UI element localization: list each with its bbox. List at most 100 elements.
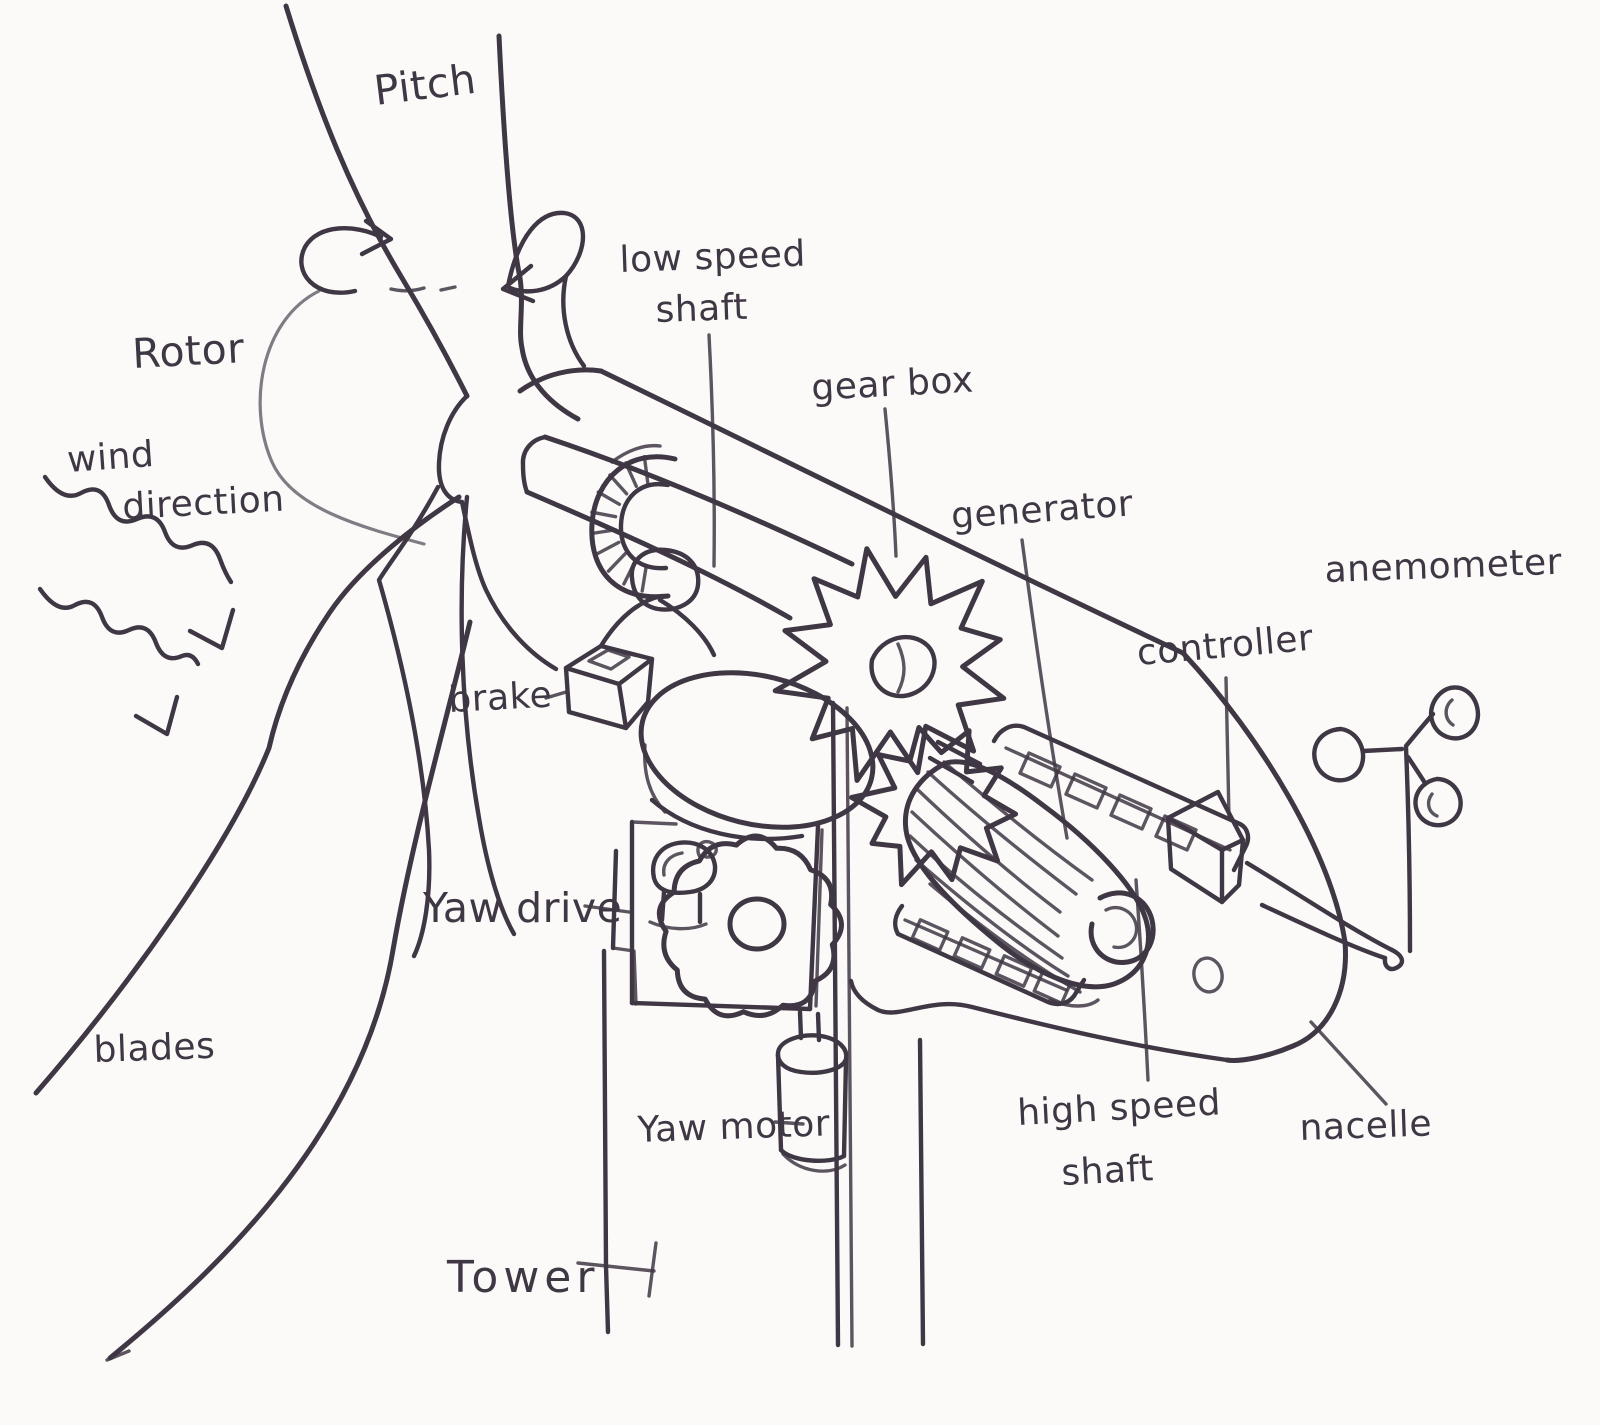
high-speed-shaft-cap bbox=[1088, 890, 1156, 965]
bottom-rail-window-3 bbox=[994, 954, 1034, 988]
high-speed-shaft-cap-inner bbox=[1104, 905, 1139, 950]
frame-disc-double-stroke bbox=[649, 797, 805, 842]
hub-top-edge bbox=[517, 367, 604, 394]
pitch-arrow-dash1 bbox=[389, 286, 426, 293]
label-tower: Tower bbox=[446, 1252, 599, 1303]
generator-leader bbox=[1020, 538, 1069, 840]
controller-group bbox=[1165, 789, 1246, 905]
controller-box-front bbox=[1165, 815, 1225, 905]
label-brake: brake bbox=[447, 675, 553, 721]
bearing-upper-curl bbox=[610, 443, 662, 464]
label-low-speed-shaft: shaft bbox=[655, 287, 749, 331]
bearing-hatch-tick bbox=[642, 455, 650, 485]
pitch-arrow-dash2 bbox=[439, 285, 457, 292]
tower-leader bbox=[576, 1261, 656, 1273]
yaw-plate-right-edge-2 bbox=[814, 828, 824, 1008]
generator-stripe-1 bbox=[942, 760, 1094, 882]
bearing-hatch-tick bbox=[589, 528, 618, 536]
anemometer-mast bbox=[1403, 744, 1413, 954]
bottom-blade-tip-tick bbox=[105, 1349, 131, 1362]
hub-left-edge bbox=[436, 393, 470, 505]
gear-box-leader bbox=[883, 407, 898, 558]
generator-stripe-4 bbox=[910, 810, 1060, 938]
brake-strap bbox=[598, 593, 665, 649]
wind-arrows bbox=[37, 474, 236, 737]
nacelle-right-outline bbox=[1180, 650, 1348, 1063]
bottom-rail-tail bbox=[1048, 998, 1100, 1008]
gearbox-hub-hole bbox=[869, 634, 937, 699]
yaw-pinion-base bbox=[648, 920, 708, 931]
bearing-outer-arc bbox=[589, 454, 678, 600]
anemometer-arm-upper-right bbox=[1403, 711, 1436, 749]
brake-leader-dash bbox=[544, 690, 568, 700]
bottom-rail-window-2 bbox=[952, 936, 992, 970]
yaw-pinion-stem-left bbox=[659, 889, 667, 923]
bottom-blade-lower-edge bbox=[107, 619, 473, 1361]
generator-body bbox=[902, 759, 1151, 990]
nacelle-lower-left-edge bbox=[459, 499, 559, 672]
label-controller: controller bbox=[1135, 618, 1315, 674]
top-rail-outline bbox=[991, 723, 1251, 873]
label-blades: blades bbox=[93, 1026, 216, 1071]
brake-cube-right bbox=[623, 656, 655, 731]
label-wind: wind bbox=[66, 434, 156, 481]
yaw-motor-tail bbox=[781, 1152, 847, 1173]
shaft-bottom-edge bbox=[524, 489, 793, 621]
yaw-gear-curl bbox=[696, 839, 718, 859]
anemometer-group bbox=[1312, 685, 1481, 954]
tower-mid-line-2 bbox=[845, 706, 854, 1348]
anemometer-cup-lower bbox=[1413, 776, 1463, 828]
wind-arrow-1-head bbox=[187, 607, 236, 651]
label-anemometer: anemometer bbox=[1324, 542, 1563, 591]
yaw-motor-leader-dash bbox=[773, 1120, 805, 1126]
label-direction: direction bbox=[121, 479, 285, 528]
wind-arrow-2-head bbox=[133, 694, 180, 737]
shaft-left-cap bbox=[520, 434, 548, 495]
tower-left-edge-upper bbox=[610, 848, 619, 951]
anemometer-cup-upper-right bbox=[1428, 685, 1481, 741]
rotor-sweep-arc bbox=[258, 289, 426, 546]
third-blade-right-edge bbox=[459, 494, 517, 937]
generator-stripe-3 bbox=[916, 788, 1062, 914]
yaw-ring-gear bbox=[656, 833, 844, 1019]
wind-arrow-2 bbox=[37, 586, 201, 667]
bottom-rail-window-1 bbox=[910, 918, 950, 952]
label-nacelle: nacelle bbox=[1299, 1103, 1433, 1149]
nacelle-tail-fin-lower bbox=[1259, 902, 1388, 961]
label-pitch: Pitch bbox=[371, 55, 478, 115]
controller-leader bbox=[1224, 676, 1231, 820]
yaw-plate-right-edge bbox=[807, 823, 821, 1012]
nacelle-shell bbox=[459, 368, 1405, 1063]
pinion-shaft-top bbox=[935, 739, 983, 767]
pitch-arrows bbox=[299, 210, 587, 369]
nacelle-top-edge bbox=[598, 368, 1186, 656]
bottom-rail-outline bbox=[893, 903, 1087, 1007]
bearing-hatch-tick bbox=[606, 551, 628, 573]
low-speed-shaft-group bbox=[520, 434, 855, 658]
tower-left-notch bbox=[611, 946, 638, 1006]
tower-left-edge-lower bbox=[601, 948, 611, 1335]
bearing-hatch-tick bbox=[596, 490, 622, 506]
main-frame bbox=[638, 670, 876, 842]
label-gear-box: gear box bbox=[810, 360, 974, 409]
pitch-arrow-right-loop bbox=[505, 210, 586, 294]
gearbox-group bbox=[772, 546, 1019, 888]
high-speed-shaft-leader bbox=[1134, 878, 1150, 1082]
yaw-motor-bottom bbox=[778, 1147, 847, 1163]
bearing-hatch-tick bbox=[608, 473, 629, 496]
yaw-motor-right-side bbox=[841, 1057, 849, 1159]
yaw-motor-left-side bbox=[775, 1052, 784, 1153]
generator-stripe-2 bbox=[926, 770, 1078, 896]
label-yaw-drive: Yaw drive bbox=[422, 884, 622, 932]
yaw-gear-hole bbox=[727, 896, 787, 952]
pitch-arrow-left-head bbox=[359, 218, 394, 257]
generator-stripe-5 bbox=[908, 834, 1064, 960]
bearing-inner-arc bbox=[618, 481, 671, 571]
nacelle-tail-fin-upper bbox=[1244, 860, 1395, 953]
anemometer-cup-left bbox=[1312, 726, 1366, 783]
label-generator: generator bbox=[950, 483, 1135, 537]
brake-cube-inner-square bbox=[587, 648, 631, 671]
top-rail-window-3 bbox=[1109, 793, 1153, 831]
label-high-speed: high speed bbox=[1016, 1082, 1222, 1134]
